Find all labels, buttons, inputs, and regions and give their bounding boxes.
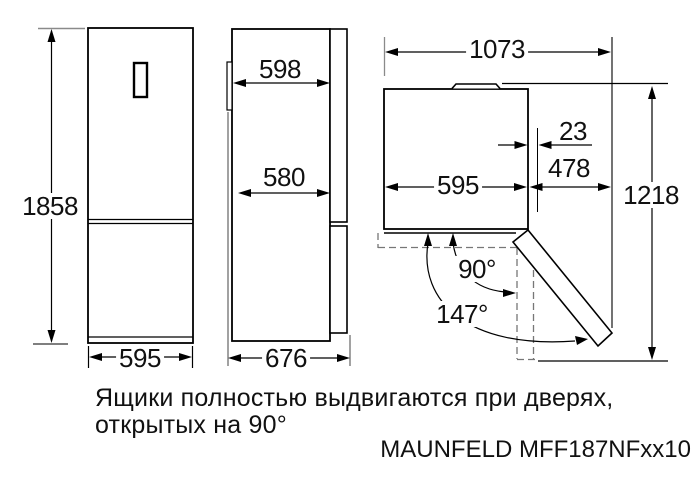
dim-side-676: 676 <box>262 345 310 371</box>
note-line-1: Ящики полностью выдвигаются при дверях, <box>95 384 614 412</box>
dim-side-580: 580 <box>260 164 308 190</box>
front-body-outline <box>87 27 194 344</box>
top-open-door <box>511 228 614 348</box>
dim-top-595: 595 <box>434 172 482 198</box>
top-1073-arrows <box>385 48 611 56</box>
side-door-upper <box>329 28 348 223</box>
note-line-2: открытых на 90° <box>95 411 287 439</box>
dim-side-598: 598 <box>256 56 304 82</box>
top-478-arrows <box>529 183 611 191</box>
top-23-arrows <box>514 141 552 149</box>
side-598-arrows <box>233 79 330 87</box>
dim-front-width: 595 <box>116 345 164 371</box>
top-dashed-lines <box>377 233 536 361</box>
dim-top-478: 478 <box>545 155 593 181</box>
top-body-outline <box>383 88 529 230</box>
arc-arrows <box>424 233 588 345</box>
side-handle <box>226 61 233 111</box>
top-hinge-bump <box>451 83 501 90</box>
dim-top-1218: 1218 <box>620 182 682 208</box>
label-angle-147: 147° <box>433 301 491 327</box>
label-angle-90: 90° <box>455 256 499 282</box>
top-1218-arrows <box>648 86 656 360</box>
dim-front-height: 1858 <box>19 193 81 219</box>
side-580-arrows <box>238 189 330 197</box>
side-door-lower <box>329 225 348 334</box>
side-676-arrows <box>228 354 350 362</box>
front-view <box>33 27 194 368</box>
top-595-arrows <box>385 183 527 191</box>
front-height-arrows <box>47 29 56 343</box>
front-width-arrows <box>89 353 192 361</box>
dim-top-1073: 1073 <box>466 36 528 62</box>
dim-top-23: 23 <box>556 118 590 144</box>
model-number: MAUNFELD MFF187NFxx10 <box>380 436 691 463</box>
front-display-panel <box>132 61 149 99</box>
